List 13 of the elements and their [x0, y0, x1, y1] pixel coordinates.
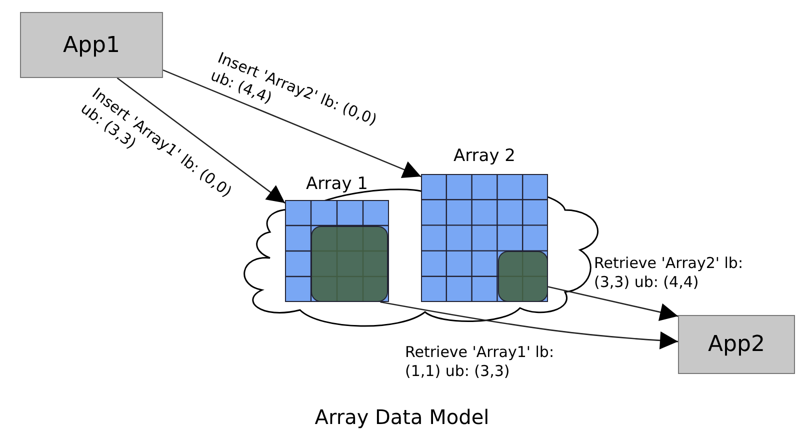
array-grid	[285, 174, 389, 302]
caption: Array Data Model	[314, 405, 490, 429]
array-title: Array 1	[304, 174, 369, 194]
arrow	[380, 301, 678, 350]
arrow	[162, 69, 422, 178]
application-box: App2	[678, 315, 795, 374]
array-grid	[421, 146, 548, 302]
arrow	[548, 286, 678, 321]
application-box: App1	[20, 12, 163, 78]
subarray-region	[311, 226, 388, 302]
array-title: Array 2	[452, 146, 516, 166]
arrow	[116, 77, 286, 204]
subarray-region	[498, 251, 548, 302]
